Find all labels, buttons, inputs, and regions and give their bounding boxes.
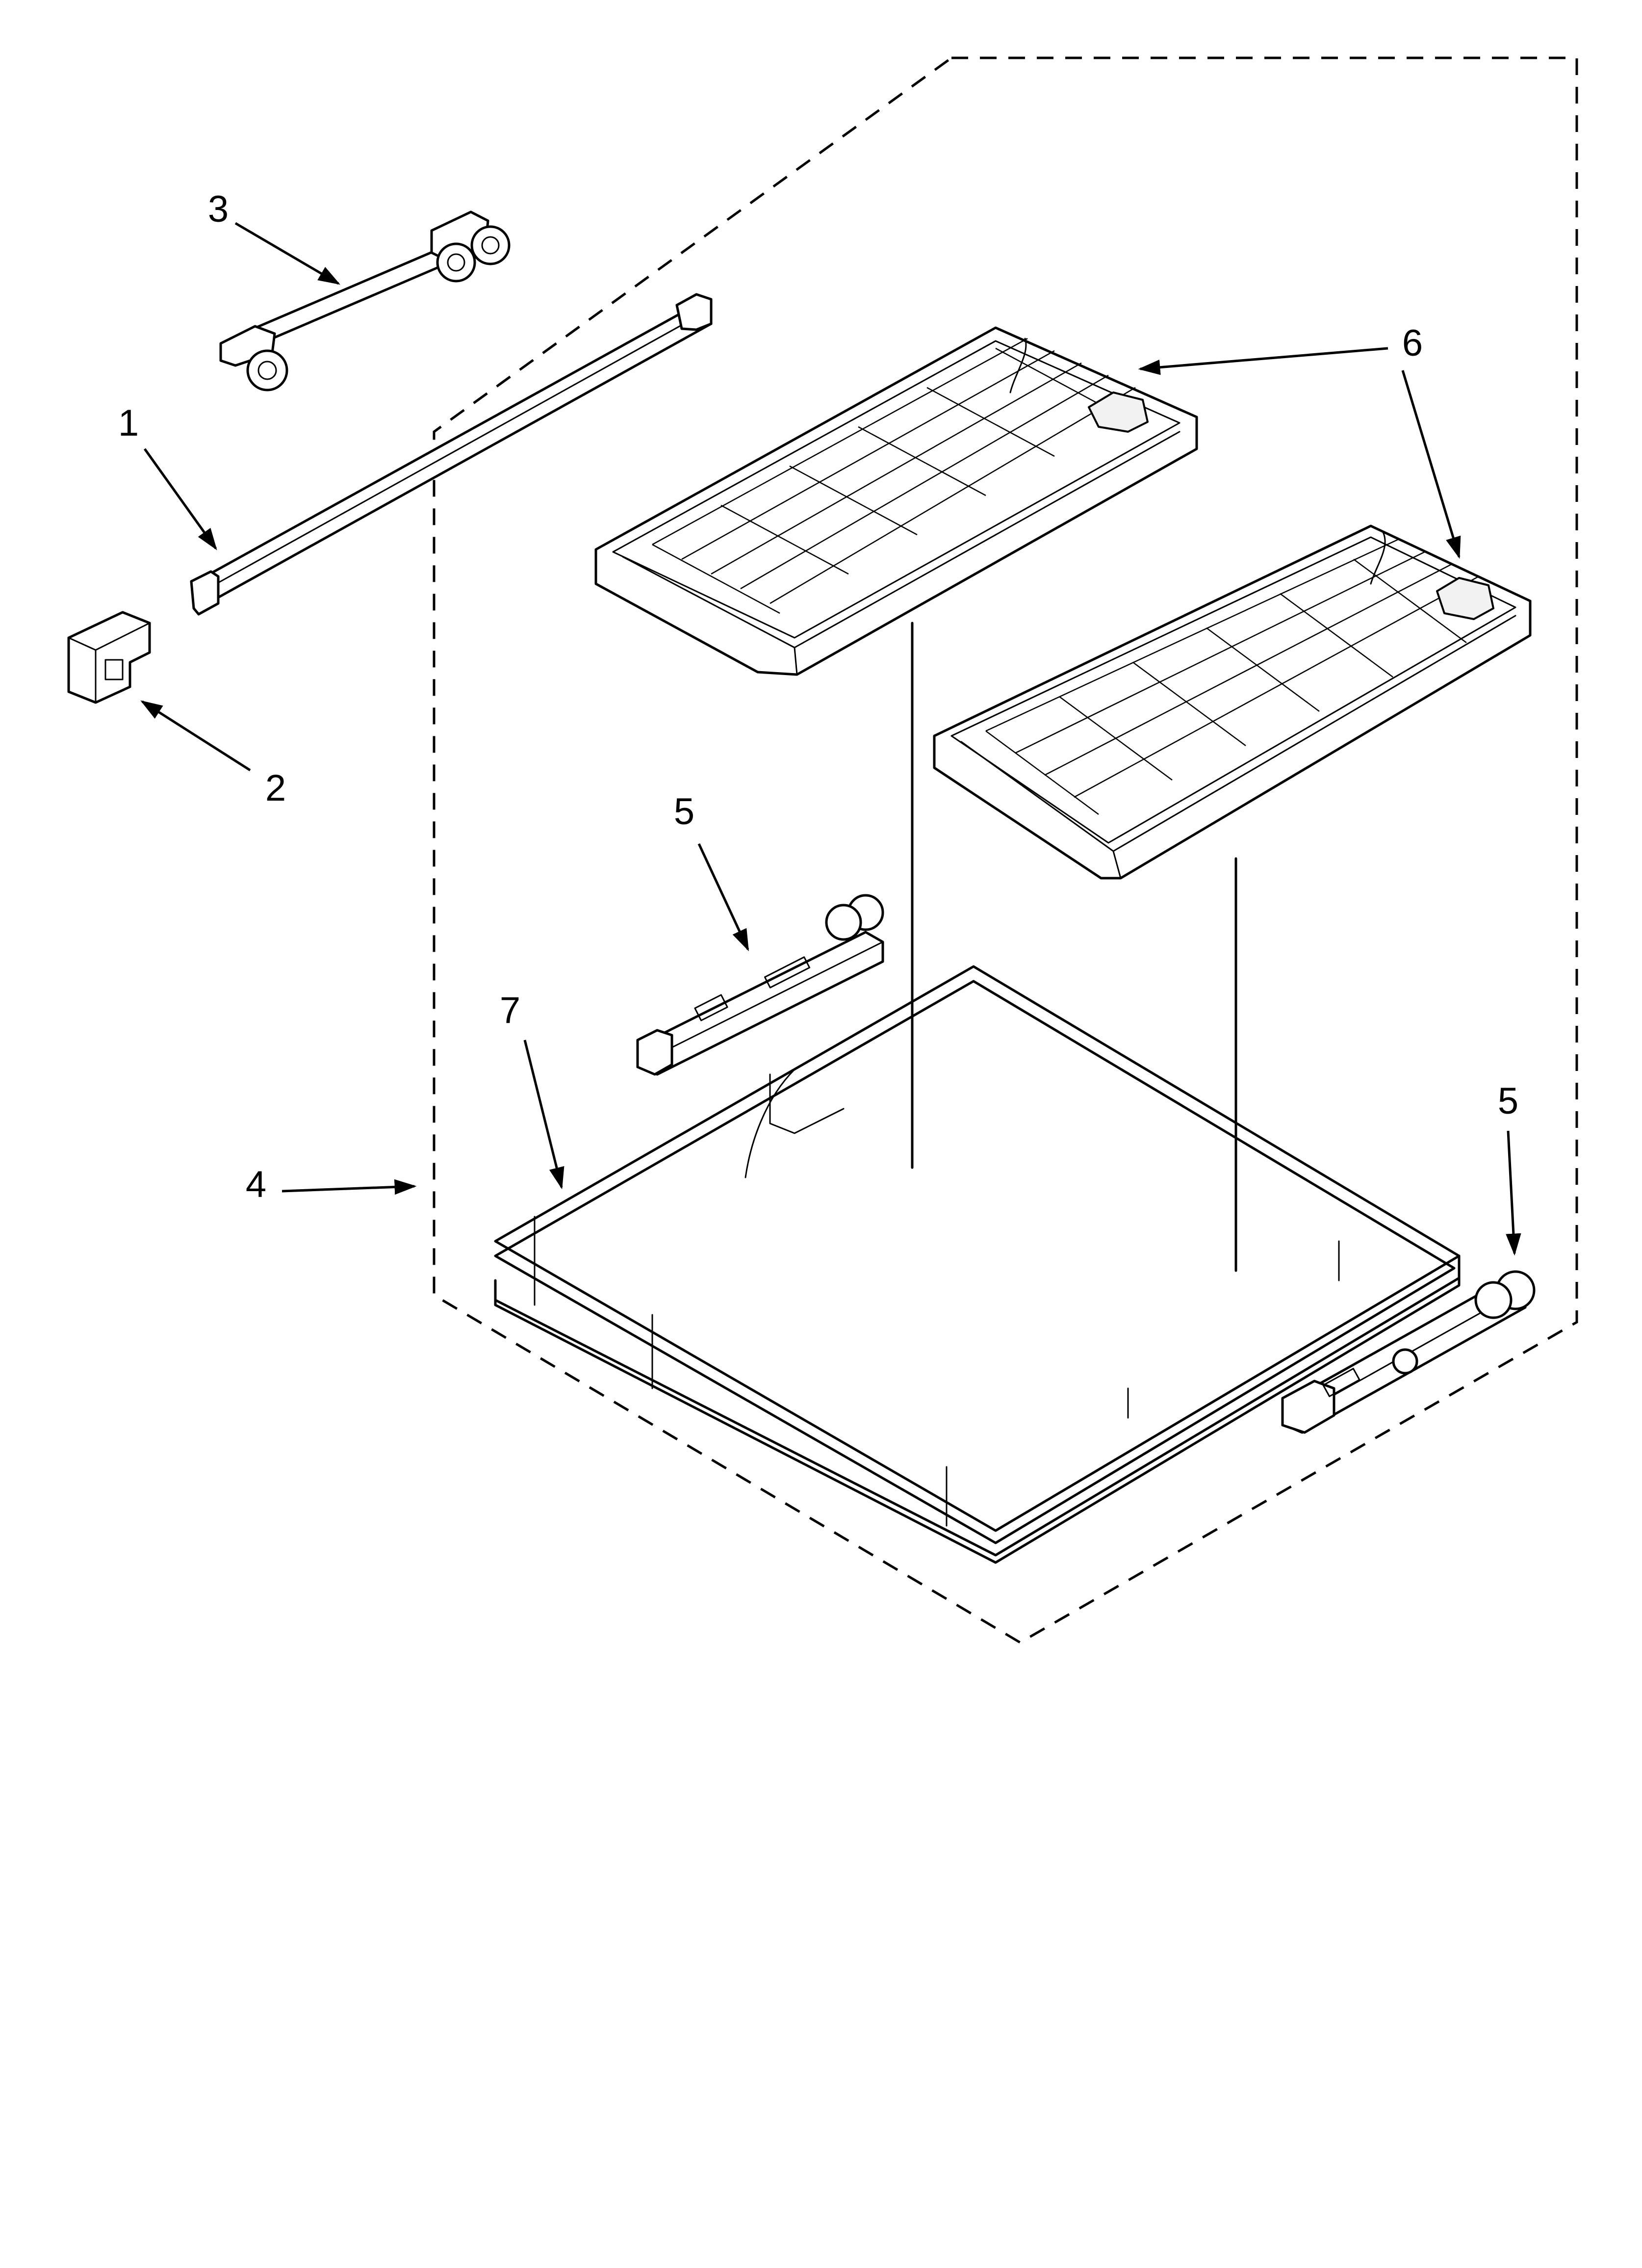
leader-7: [523, 1040, 564, 1190]
callout-4: 4: [246, 1164, 266, 1205]
slide-adjuster-left-part-5: [636, 894, 884, 1076]
callout-3: 3: [208, 188, 229, 230]
wire-rack-frame-part-7: [494, 965, 1461, 1564]
cutlery-tray-upper-part-6: [594, 326, 1198, 676]
cutlery-tray-lower-part-6: [933, 524, 1532, 880]
callout-2: 2: [265, 767, 286, 809]
callout-1: 1: [118, 402, 139, 444]
leader-6a: [1138, 347, 1388, 375]
callout-5-left: 5: [674, 791, 694, 833]
leader-1: [143, 448, 217, 550]
callout-6: 6: [1402, 322, 1423, 364]
slide-rail-part-1: [190, 293, 713, 616]
leader-3: [234, 222, 340, 285]
leader-2: [140, 700, 251, 772]
leader-4: [282, 1179, 417, 1195]
end-cap-part-2: [67, 611, 151, 704]
leader-5b: [1506, 1130, 1521, 1256]
callout-7: 7: [500, 990, 520, 1031]
wheel-assembly-part-3: [219, 210, 511, 391]
leader-5a: [697, 843, 749, 952]
assembly-boundary: [433, 56, 1578, 1644]
callout-5-right: 5: [1498, 1080, 1518, 1122]
slide-adjuster-right-part-5: [1281, 1270, 1536, 1434]
leader-6b: [1401, 370, 1461, 559]
